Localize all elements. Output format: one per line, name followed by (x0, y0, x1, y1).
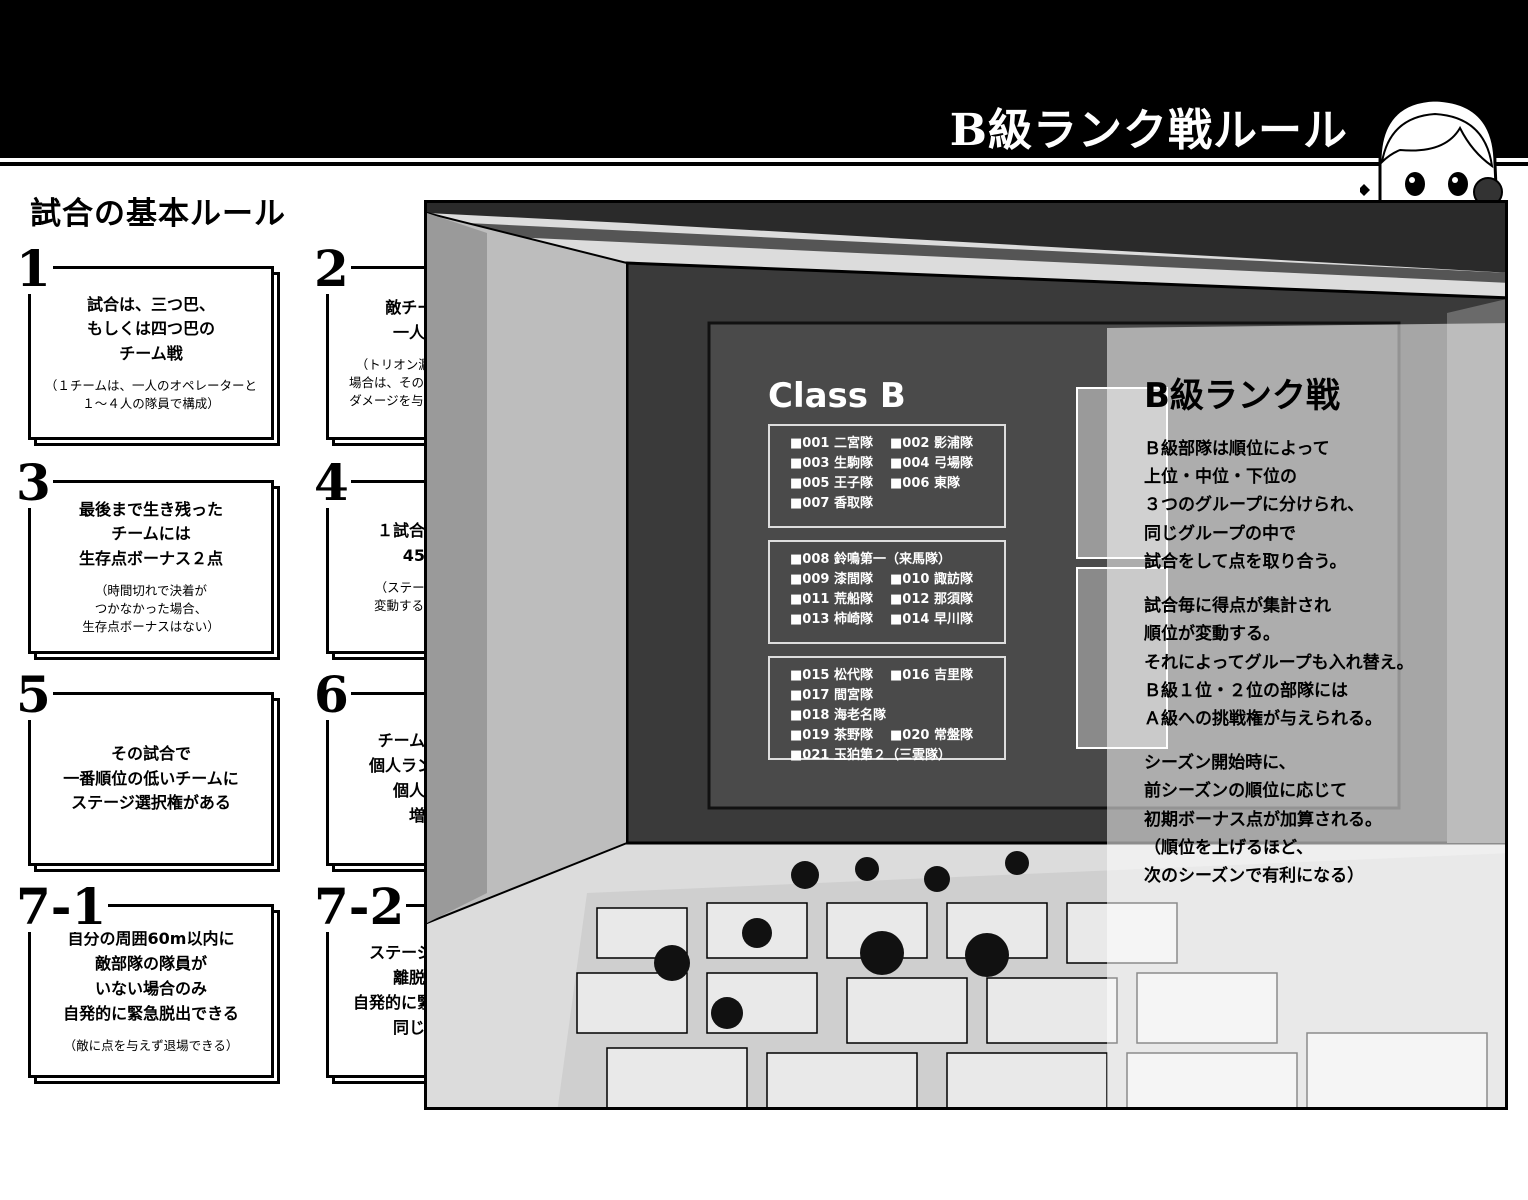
rule-note-text: （１チームは、一人のオペレーターと １～４人の隊員で構成） (45, 377, 257, 413)
rule-number: 7-2 (312, 877, 407, 936)
side-paragraphs: Ｂ級部隊は順位によって上位・中位・下位の ３つのグループに分けられ、同じグループの… (1144, 435, 1464, 890)
side-paragraph-line: シーズン開始時に、 (1144, 753, 1296, 774)
rule-number: 1 (14, 239, 53, 298)
rule-main-text: 試合は、三つ巴、もしくは四つ巴のチーム戦 (87, 293, 215, 367)
side-paragraph-line: 順位が変動する。 (1144, 624, 1280, 645)
rule-note-line: つかなかった場合、 (94, 601, 208, 617)
rule-number: 4 (312, 453, 351, 512)
rule-main-line: ステージ選択権がある (71, 793, 231, 813)
team-entry: ■019 茶野隊 (790, 728, 873, 743)
rule-main-line: チーム戦 (119, 344, 183, 364)
side-paragraph: 試合毎に得点が集計され順位が変動する。それによってグループも入れ替え。 Ｂ級１位・… (1144, 592, 1464, 733)
rule-number: 7-1 (14, 877, 109, 936)
header-bar (0, 0, 1528, 158)
rule-note-line: 生存点ボーナスはない） (82, 619, 220, 635)
side-paragraph: Ｂ級部隊は順位によって上位・中位・下位の ３つのグループに分けられ、同じグループの… (1144, 435, 1464, 576)
side-paragraph-line: 試合をして点を取り合う。 (1144, 551, 1347, 572)
team-entry: ■007 香取隊 (790, 496, 873, 511)
team-entry: ■018 海老名隊 (790, 708, 886, 723)
section-title: 試合の基本ルール (30, 196, 286, 232)
rule-box-body: 自分の周囲60m以内に敵部隊の隊員がいない場合のみ自発的に緊急脱出できる （敵に点… (28, 904, 274, 1078)
rule-main-text: 最後まで生き残ったチームには生存点ボーナス２点 (79, 498, 223, 572)
side-paragraph-line: Ａ級への挑戦権が与えられる。 (1144, 708, 1382, 729)
rank-war-description: B級ランク戦 Ｂ級部隊は順位によって上位・中位・下位の ３つのグループに分けられ、… (1144, 368, 1464, 906)
team-group: ■001 二宮隊 ■002 影浦隊 ■003 生駒隊 ■004 弓場隊 ■005 王子隊… (790, 434, 1000, 514)
team-group: ■008 鈴鳴第一（来馬隊） ■009 漆間隊 ■010 諏訪隊 ■011 荒船隊 ■0… (790, 550, 1000, 630)
side-paragraph-line: 試合毎に得点が集計され (1144, 596, 1331, 617)
team-entry: ■020 常盤隊 (890, 728, 973, 743)
rule-note-line: （１チームは、一人のオペレーターと (44, 378, 258, 394)
rule-main-line: 生存点ボーナス２点 (78, 549, 223, 569)
rule-box-7-1: 自分の周囲60m以内に敵部隊の隊員がいない場合のみ自発的に緊急脱出できる （敵に点… (14, 882, 280, 1084)
team-entry: ■002 影浦隊 (890, 436, 973, 451)
rule-number: 5 (14, 665, 53, 724)
side-paragraph-line: 次のシーズンで有利になる） (1144, 866, 1365, 887)
rule-main-line: 自発的に緊急脱出できる (63, 1003, 239, 1023)
side-paragraph-line: 同じグループの中で (1144, 523, 1296, 544)
side-paragraph-line: ３つのグループに分けられ、 (1144, 495, 1365, 516)
team-group-frame (768, 656, 1006, 760)
side-paragraph-line: 上位・中位・下位の (1144, 467, 1297, 488)
team-entry: ■008 鈴鳴第一（来馬隊） (790, 552, 951, 567)
arena-illustration (427, 203, 1505, 1107)
team-group-frame (768, 424, 1006, 528)
page-title: B級ランク戦ルール (949, 105, 1348, 156)
team-entry: ■001 二宮隊 (790, 436, 873, 451)
team-group: ■015 松代隊 ■016 吉里隊 ■017 間宮隊 ■018 海老名隊 ■019 茶野… (790, 666, 1000, 766)
team-entry: ■003 生駒隊 (790, 456, 873, 471)
side-paragraph-line: それによってグループも入れ替え。 (1144, 652, 1414, 673)
team-entry: ■005 王子隊 (790, 476, 873, 491)
side-paragraph-line: 前シーズンの順位に応じて (1144, 781, 1348, 802)
rule-main-line: 試合は、三つ巴、 (86, 294, 215, 314)
rule-note-line: （敵に点を与えず退場できる） (63, 1037, 239, 1053)
team-entry: ■006 東隊 (890, 476, 960, 491)
side-paragraph-line: Ｂ級部隊は順位によって (1144, 439, 1330, 459)
manga-panel (424, 200, 1508, 1110)
rule-note-line: （時間切れで決着が (94, 583, 208, 598)
side-paragraph-line: Ｂ級１位・２位の部隊には (1144, 680, 1348, 701)
header-divider (0, 162, 1528, 166)
rule-main-line: チームには (111, 524, 191, 544)
team-entry: ■009 漆間隊 (790, 572, 873, 587)
rule-box-3: 最後まで生き残ったチームには生存点ボーナス２点 （時間切れで決着がつかなかった場合… (14, 458, 280, 660)
team-entry: ■004 弓場隊 (890, 456, 973, 471)
rule-note-text: （敵に点を与えず退場できる） (64, 1037, 239, 1055)
rule-main-line: 最後まで生き残った (78, 499, 223, 519)
team-entry: ■013 柿崎隊 (790, 612, 873, 627)
team-entry: ■021 玉狛第２（三雲隊） (790, 748, 951, 763)
team-entry: ■014 早川隊 (890, 612, 973, 627)
rule-note-text: （時間切れで決着がつかなかった場合、生存点ボーナスはない） (82, 582, 220, 636)
side-heading: B級ランク戦 (1144, 376, 1340, 416)
rule-number: 2 (312, 239, 351, 298)
rule-number: 6 (312, 665, 351, 724)
team-entry: ■012 那須隊 (890, 592, 973, 607)
side-paragraph-line: （順位を上げるほど、 (1144, 837, 1314, 858)
team-entry: ■010 諏訪隊 (890, 572, 973, 587)
rule-main-text: 自分の周囲60m以内に敵部隊の隊員がいない場合のみ自発的に緊急脱出できる (63, 927, 239, 1026)
team-entry: ■016 吉里隊 (890, 668, 973, 683)
team-entry: ■015 松代隊 (790, 668, 873, 683)
side-paragraph-line: 初期ボーナス点が加算される。 (1144, 809, 1382, 830)
rule-number: 3 (14, 453, 53, 512)
rule-box-body: 試合は、三つ巴、もしくは四つ巴のチーム戦 （１チームは、一人のオペレーターと １～４… (28, 266, 274, 440)
team-entry: ■011 荒船隊 (790, 592, 873, 607)
screen-title: Class B (768, 376, 906, 416)
rule-main-line: いない場合のみ (94, 978, 207, 998)
rule-main-line: 自分の周囲60m以内に (67, 929, 235, 949)
rule-main-text: その試合で一番順位の低いチームにステージ選択権がある (63, 742, 239, 816)
rule-main-line: 一番順位の低いチームに (63, 768, 239, 788)
team-group-frame (768, 540, 1006, 644)
rule-main-line: その試合で (110, 743, 191, 763)
rule-main-line: 敵部隊の隊員が (94, 954, 207, 974)
team-entry: ■017 間宮隊 (790, 688, 873, 703)
rule-box-1: 試合は、三つ巴、もしくは四つ巴のチーム戦 （１チームは、一人のオペレーターと １～４… (14, 244, 280, 446)
rule-note-line: １～４人の隊員で構成） (82, 396, 220, 412)
operator-mascot-icon (1360, 98, 1503, 232)
rule-box-body: 最後まで生き残ったチームには生存点ボーナス２点 （時間切れで決着がつかなかった場合… (28, 480, 274, 654)
rule-box-body: その試合で一番順位の低いチームにステージ選択権がある (28, 692, 274, 866)
rule-main-line: もしくは四つ巴の (86, 319, 215, 339)
side-paragraph: シーズン開始時に、前シーズンの順位に応じて初期ボーナス点が加算される。 （順位を上… (1144, 749, 1464, 890)
